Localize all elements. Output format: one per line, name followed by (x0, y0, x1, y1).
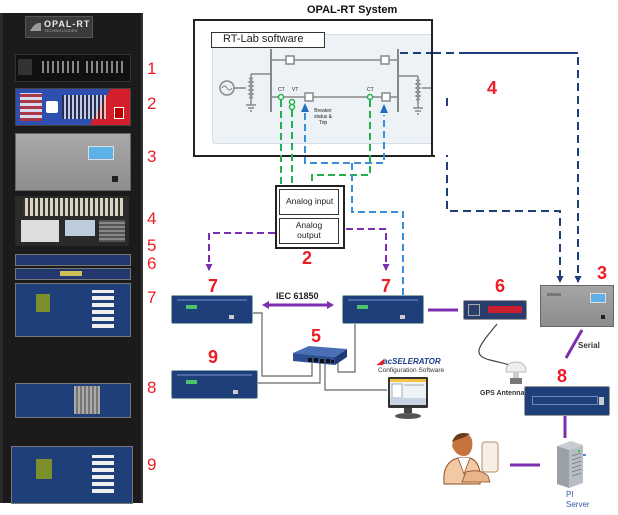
rack-number-6: 6 (147, 254, 157, 273)
purple-solid-links (428, 308, 584, 467)
operator-at-computer-icon (443, 433, 499, 485)
relay-right-number: 7 (381, 276, 392, 296)
ct-sensor-right-icon (366, 93, 374, 101)
ct-label-right: CT (367, 87, 374, 93)
analog-output-box: Analog output (279, 218, 339, 244)
iec-61850-label: IEC 61850 (276, 291, 319, 301)
opal-box-right-border (431, 19, 433, 155)
relay-7-right (342, 295, 424, 324)
rack-unit-4 (15, 196, 129, 246)
green-measurement-signals (280, 100, 371, 188)
relay-display-icon (186, 380, 197, 384)
gps-clock-display (488, 306, 522, 313)
ct-sensor-left-icon (277, 93, 285, 101)
opal-box-outside-mask (433, 19, 463, 155)
analog-io-box: Analog input Analog output (275, 185, 345, 249)
rack-unit-9 (11, 446, 133, 504)
opal-rt-system-title: OPAL-RT System (307, 4, 398, 16)
gps-clock (463, 300, 527, 320)
pi-server-label: PI Server (566, 490, 590, 509)
ni-chassis (540, 285, 614, 327)
config-software-label: Configuration Software (378, 367, 445, 374)
iec-arrow-right-icon (327, 301, 334, 309)
ct-label-left: CT (278, 87, 285, 93)
relay-7-left (171, 295, 253, 324)
ni-chassis-number: 3 (597, 263, 608, 283)
gps-antenna-icon (505, 361, 527, 384)
rack-number-4: 4 (147, 209, 157, 228)
pi-server-icon (557, 441, 586, 488)
breaker-arrow-left-icon (301, 103, 309, 112)
iec-arrow-left-icon (262, 301, 269, 309)
rack-unit-8 (15, 383, 131, 418)
equipment-rack: OPAL-RT TECHNOLOGIES (0, 13, 143, 504)
acselerator-logo: ◢acSELERATOR (377, 357, 441, 366)
analog-output-signals (209, 228, 386, 270)
rack-unit-3 (15, 133, 131, 191)
ethernet-cables (251, 312, 387, 391)
gps-clock-number: 6 (495, 276, 506, 296)
breaker-arrow-right-icon (380, 104, 388, 113)
analog-box-number: 2 (302, 248, 313, 268)
switch-number: 5 (311, 326, 322, 346)
gps-antenna-label: GPS Antenna (480, 390, 525, 397)
breaker-status-label: Breaker status & Trip (313, 108, 333, 126)
rack-unit-5 (15, 254, 131, 266)
brand-subtitle: TECHNOLOGIES (44, 29, 78, 33)
relay-display-icon (357, 305, 368, 309)
rack-number-3: 3 (147, 147, 157, 166)
relay-display-icon (186, 305, 197, 309)
dark-blue-redraw (433, 52, 578, 110)
rack-number-2: 2 (147, 94, 157, 113)
relay-left-number: 7 (208, 276, 219, 296)
relay-8 (524, 386, 610, 416)
rt-lab-label-box: RT-Lab software (211, 32, 325, 48)
rack-number-9: 9 (147, 455, 157, 474)
analog-input-label: Analog input (286, 196, 334, 206)
opal-rt-logo: OPAL-RT TECHNOLOGIES (25, 16, 93, 38)
breaker-trip-signals (304, 113, 404, 295)
rt-lab-label: RT-Lab software (223, 33, 304, 45)
computer-monitor-icon (388, 377, 428, 419)
rack-number-8: 8 (147, 378, 157, 397)
rack-number-5: 5 (147, 236, 157, 255)
rack-unit-7 (15, 283, 131, 337)
rack-unit-1 (15, 54, 131, 82)
rack-number-1: 1 (147, 59, 157, 78)
rack-number-7: 7 (147, 288, 157, 307)
relay-9-number: 9 (208, 347, 219, 367)
rack-unit-2 (15, 88, 131, 126)
brand-name: OPAL-RT (44, 19, 91, 29)
opal-system-number: 4 (487, 78, 498, 98)
power-schematic (219, 49, 448, 115)
rack-unit-6 (15, 268, 131, 280)
vt-label: VT (292, 87, 299, 93)
logo-mark-icon (30, 22, 41, 31)
serial-label: Serial (578, 341, 600, 350)
ni-display (590, 293, 606, 303)
analog-input-box: Analog input (279, 189, 339, 215)
relay-9 (171, 370, 258, 399)
acselerator-mark-icon: ◢ (377, 357, 384, 366)
relay-8-number: 8 (557, 366, 568, 386)
ethernet-switch-icon (293, 346, 347, 365)
